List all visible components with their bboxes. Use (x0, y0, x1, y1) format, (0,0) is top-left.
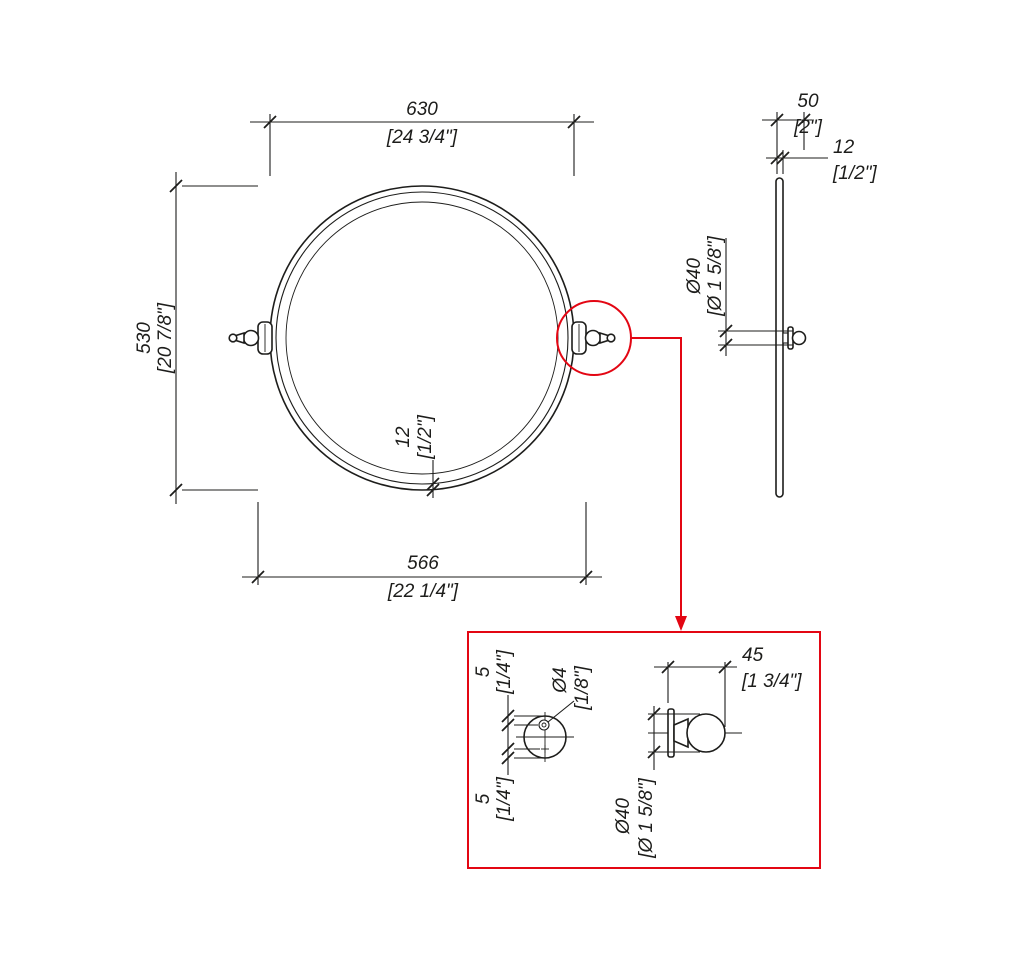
dim-detail-offsets-extension-lines (507, 695, 543, 775)
detail-plate-center-mark (541, 745, 549, 753)
dim-front-width-value: 630 (406, 99, 438, 120)
detail-knob-neck (673, 717, 689, 749)
dim-front-inner-width-ticks (251, 570, 593, 584)
dim-side-depth-ticks (770, 113, 811, 127)
dim-detail-knob-width-imperial: [1 3/4"] (741, 671, 802, 692)
dim-front-frame-thickness: 12 [1/2"] (393, 414, 440, 498)
dim-front-inner-width-extension-lines (242, 502, 602, 585)
mirror-frame-inner-circle (275, 191, 569, 485)
dim-detail-hole-value: Ø4 (550, 667, 571, 693)
dim-detail-offset-bottom-imperial: [1/4"] (494, 776, 515, 821)
detail-leader-line (631, 337, 682, 617)
dim-detail-offset-top-imperial: [1/4"] (494, 649, 515, 694)
dim-front-frame-imperial: [1/2"] (415, 414, 436, 459)
dim-front-height-imperial: [20 7/8"] (155, 302, 176, 374)
left-pivot-bracket (228, 321, 273, 355)
detail-screw-hole (538, 719, 550, 731)
dim-detail-knob-diameter-imperial: [Ø 1 5/8"] (636, 777, 657, 858)
mirror-profile (775, 177, 784, 498)
dim-detail-knob-diameter: Ø40 [Ø 1 5/8"] (613, 706, 700, 859)
dim-side-knob-diameter: Ø40 [Ø 1 5/8"] (684, 235, 793, 356)
dim-front-frame-ticks (426, 477, 440, 497)
left-bracket-knob (242, 329, 260, 347)
side-view: 50 [2"] 12 [1/2"] (684, 91, 877, 498)
detail-arrow (675, 616, 687, 631)
dim-side-knob-extension-lines (718, 238, 793, 356)
right-pivot-bracket (571, 321, 616, 355)
dim-front-inner-width-imperial: [22 1/4"] (387, 581, 459, 602)
dim-detail-knob-diameter-extension-lines (648, 706, 700, 770)
dim-detail-knob-diameter-ticks (647, 707, 661, 759)
dim-detail-offset-bottom-value: 5 (473, 793, 494, 804)
dim-front-width-extension-lines (250, 114, 594, 176)
dim-side-glass-imperial: [1/2"] (832, 163, 877, 184)
dim-detail-hole-leader (547, 700, 575, 723)
side-pivot-bracket (782, 326, 807, 350)
dim-detail-hole: Ø4 [1/8"] (547, 665, 593, 723)
detail-knob-side-view: 45 [1 3/4"] Ø40 [Ø 1 5/8"] (613, 645, 802, 859)
dim-front-height-value: 530 (134, 322, 155, 354)
dim-detail-knob-width: 45 [1 3/4"] (654, 645, 802, 727)
dim-side-depth: 50 [2"] (762, 91, 823, 174)
detail-frame (467, 631, 821, 869)
dim-detail-knob-width-value: 45 (742, 645, 764, 666)
dim-side-depth-value: 50 (797, 91, 819, 112)
dim-detail-knob-diameter-value: Ø40 (613, 798, 634, 835)
dim-side-knob-ticks (719, 324, 733, 352)
detail-knob-ball (686, 713, 726, 753)
detail-screw-hole-inner (541, 722, 547, 728)
right-bracket-knob (584, 329, 602, 347)
detail-callout (467, 300, 821, 869)
dim-front-width: 630 [24 3/4"] (250, 99, 594, 176)
dim-detail-offsets: 5 [1/4"] 5 [1/4"] (473, 649, 543, 822)
right-bracket-finial-ball (606, 333, 616, 343)
dim-front-height-extension-lines (175, 172, 258, 504)
dim-side-knob-imperial: [Ø 1 5/8"] (705, 235, 726, 316)
dim-side-glass: 12 [1/2"] (766, 137, 877, 184)
dim-front-frame-value: 12 (393, 426, 414, 448)
dim-side-glass-value: 12 (833, 137, 855, 158)
dim-side-depth-imperial: [2"] (793, 117, 823, 138)
front-view: 630 [24 3/4"] 530 [20 7/8"] (134, 99, 616, 602)
side-bracket-knob (791, 330, 807, 346)
dim-front-inner-width-value: 566 (407, 553, 439, 574)
dim-detail-offset-top-value: 5 (473, 666, 494, 677)
dim-side-glass-ticks (770, 151, 790, 165)
detail-plate-front-view: 5 [1/4"] 5 [1/4"] Ø4 [1/8"] (473, 649, 593, 821)
dim-front-height: 530 [20 7/8"] (134, 172, 258, 504)
dim-side-glass-extension-lines (766, 150, 828, 174)
dim-front-height-ticks (169, 179, 183, 497)
dim-detail-hole-imperial: [1/8"] (572, 665, 593, 710)
dim-front-width-ticks (263, 115, 581, 129)
dim-side-knob-value: Ø40 (684, 258, 705, 295)
dim-front-inner-width: 566 [22 1/4"] (242, 502, 602, 602)
dim-front-width-imperial: [24 3/4"] (386, 127, 458, 148)
dim-detail-knob-width-ticks (661, 660, 732, 674)
detail-knob-plate (667, 708, 675, 758)
left-bracket-finial-ball (228, 333, 238, 343)
dim-detail-offsets-ticks (501, 709, 515, 765)
